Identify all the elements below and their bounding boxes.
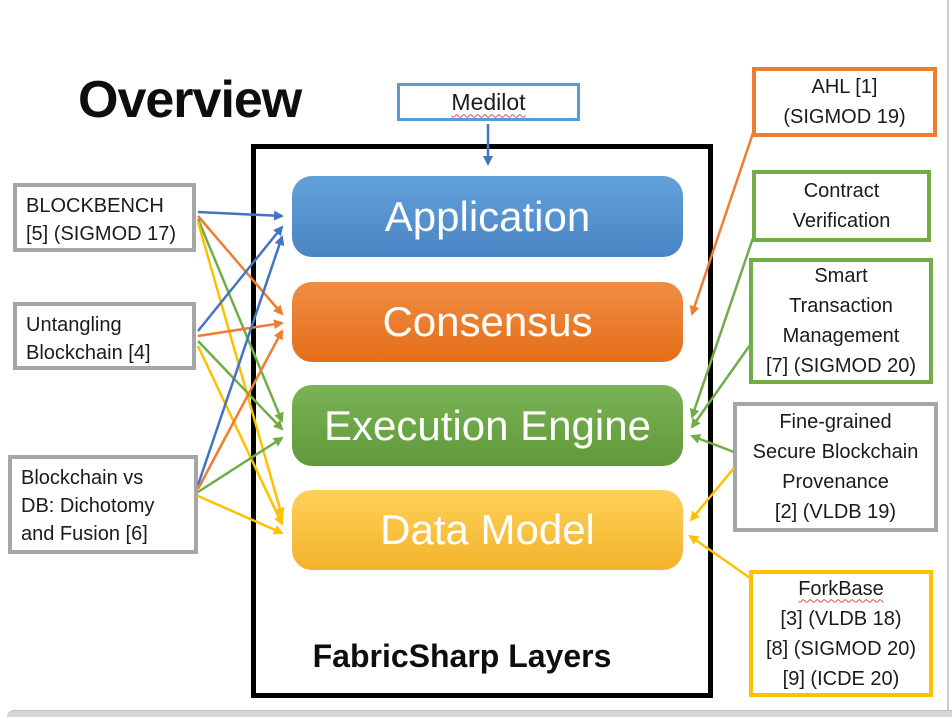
layer-execution-engine-label: Execution Engine: [324, 401, 651, 449]
ref-box-fine-grained-provenance: Fine-grained Secure Blockchain Provenanc…: [733, 402, 938, 532]
ref-box-forkbase: ForkBase [3] (VLDB 18) [8] (SIGMOD 20) […: [749, 570, 933, 697]
layer-consensus: Consensus: [292, 282, 683, 362]
layer-data-model: Data Model: [292, 490, 683, 570]
ref-box-blockchain-vs-db: Blockchain vs DB: Dichotomy and Fusion […: [8, 455, 198, 554]
frame-caption: FabricSharp Layers: [312, 638, 612, 674]
ref-box-untangling: Untangling Blockchain [4]: [13, 302, 196, 370]
layer-execution-engine: Execution Engine: [292, 385, 683, 466]
slide-bottom-edge: [7, 710, 952, 717]
layer-consensus-label: Consensus: [382, 298, 593, 345]
ref-box-contract-verification: Contract Verification: [752, 170, 931, 242]
ref-box-smart-transaction: Smart Transaction Management [7] (SIGMOD…: [749, 258, 933, 384]
page-title: Overview: [78, 71, 302, 129]
layer-application-label: Application: [384, 192, 591, 240]
layer-application: Application: [292, 176, 683, 257]
ref-box-ahl: AHL [1] (SIGMOD 19): [752, 67, 937, 137]
forkbase-lines: [3] (VLDB 18) [8] (SIGMOD 20) [9] (ICDE …: [765, 607, 917, 690]
slide-right-edge: [947, 0, 949, 717]
ref-box-blockbench: BLOCKBENCH [5] (SIGMOD 17): [13, 183, 196, 252]
forkbase-title: ForkBase: [798, 577, 884, 600]
medilot-label: Medilot: [451, 88, 526, 115]
medilot-box: Medilot: [397, 83, 580, 121]
layer-data-model-label: Data Model: [380, 506, 595, 553]
